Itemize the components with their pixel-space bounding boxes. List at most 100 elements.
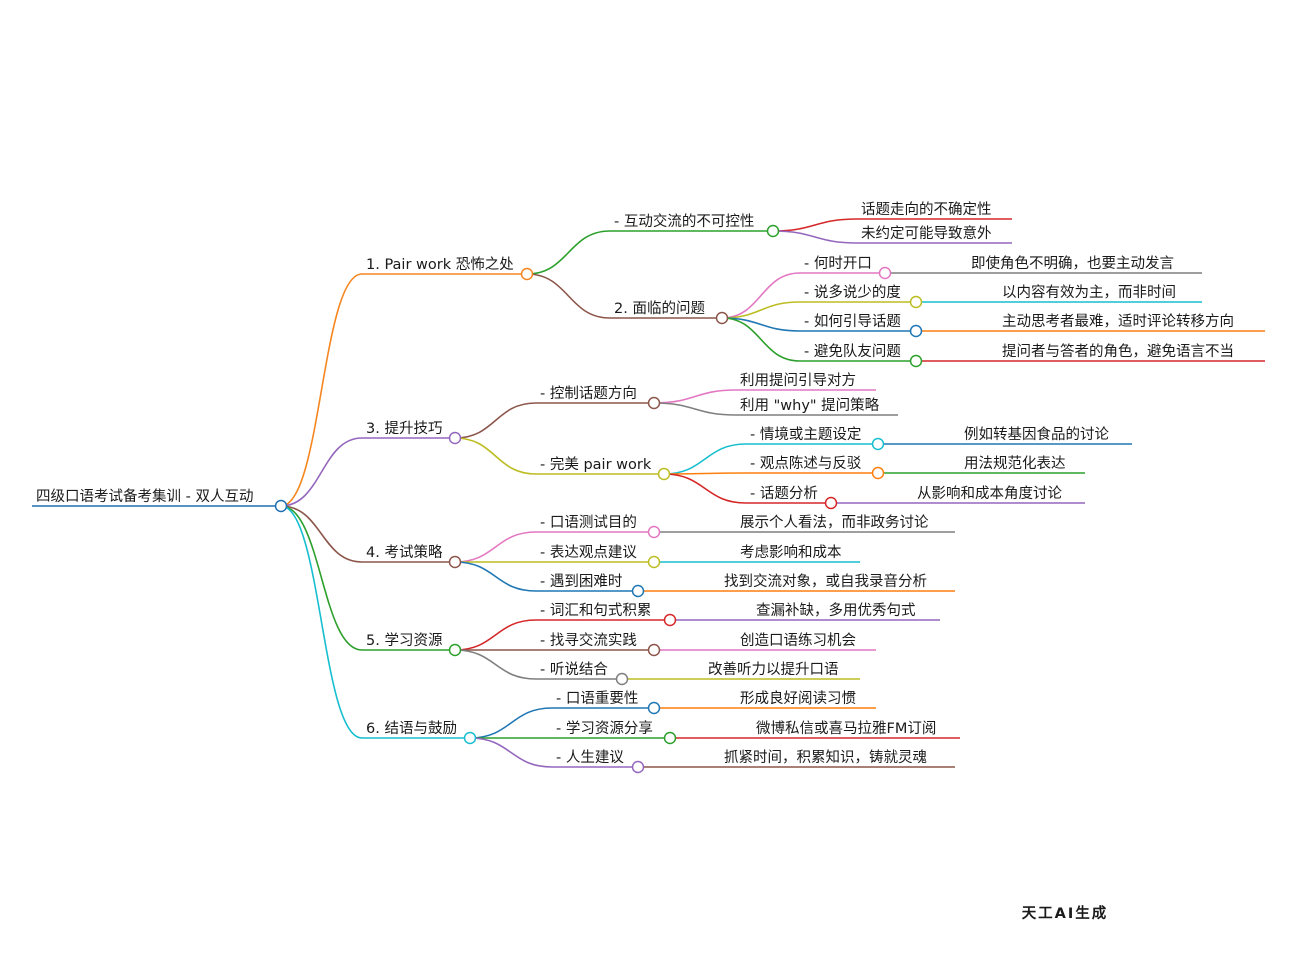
node-b2-2-0[interactable]: 找到交流对象，或自我录音分析 xyxy=(720,572,955,592)
node-b2-1[interactable]: - 表达观点建议 xyxy=(536,544,661,569)
node-b1-1-0[interactable]: - 情境或主题设定 xyxy=(746,425,885,451)
node-b0-1-0-0[interactable]: 即使角色不明确，也要主动发言 xyxy=(967,255,1202,274)
collapse-toggle-icon[interactable] xyxy=(663,731,677,745)
node-b3-0[interactable]: - 词汇和句式积累 xyxy=(536,602,677,627)
node-b0-1-1-0[interactable]: 以内容有效为主，而非时间 xyxy=(998,284,1202,303)
node-label: 主动思考者最难，适时评论转移方向 xyxy=(1002,313,1234,330)
node-b2-0[interactable]: - 口语测试目的 xyxy=(536,514,661,539)
node-b0-1-2-0[interactable]: 主动思考者最难，适时评论转移方向 xyxy=(998,313,1265,332)
node-b1-1-2-0[interactable]: 从影响和成本角度讨论 xyxy=(913,485,1085,504)
collapse-toggle-icon[interactable] xyxy=(766,224,780,238)
node-b1[interactable]: 3. 提升技巧 xyxy=(362,420,462,445)
node-label: 找到交流对象，或自我录音分析 xyxy=(724,572,927,590)
node-b4[interactable]: 6. 结语与鼓励 xyxy=(362,720,477,745)
collapse-toggle-icon[interactable] xyxy=(657,467,671,481)
collapse-toggle-icon[interactable] xyxy=(274,499,288,513)
collapse-toggle-icon[interactable] xyxy=(647,525,661,539)
node-b4-1[interactable]: - 学习资源分享 xyxy=(552,720,677,745)
node-label: - 口语测试目的 xyxy=(540,514,637,531)
node-b1-0[interactable]: - 控制话题方向 xyxy=(536,385,661,410)
node-b2-2[interactable]: - 遇到困难时 xyxy=(536,573,645,598)
node-b3-1-0[interactable]: 创造口语练习机会 xyxy=(736,632,876,651)
collapse-toggle-icon[interactable] xyxy=(824,496,838,510)
collapse-toggle-icon[interactable] xyxy=(909,295,923,309)
collapse-toggle-icon[interactable] xyxy=(647,396,661,410)
node-b1-0-0[interactable]: 利用提问引导对方 xyxy=(736,372,876,391)
connector-line xyxy=(469,707,553,739)
node-label: - 观点陈述与反驳 xyxy=(750,454,862,472)
node-label: - 听说结合 xyxy=(540,661,608,678)
collapse-toggle-icon[interactable] xyxy=(647,701,661,715)
node-b4-1-0[interactable]: 微博私信或喜马拉雅FM订阅 xyxy=(752,720,960,739)
node-label: 四级口语考试备考集训 - 双人互动 xyxy=(36,488,253,505)
node-label: 提问者与答者的角色，避免语言不当 xyxy=(1002,343,1234,360)
node-b4-2[interactable]: - 人生建议 xyxy=(552,749,645,774)
node-b2[interactable]: 4. 考试策略 xyxy=(362,544,462,569)
node-label: 抓紧时间，积累知识，铸就灵魂 xyxy=(724,749,927,766)
connector-line xyxy=(526,230,611,275)
node-label: 6. 结语与鼓励 xyxy=(366,720,457,737)
node-b0-1-2[interactable]: - 如何引导话题 xyxy=(800,313,923,338)
node-label: 5. 学习资源 xyxy=(366,632,443,649)
node-b4-0[interactable]: - 口语重要性 xyxy=(552,690,661,715)
node-b2-1-0[interactable]: 考虑影响和成本 xyxy=(736,544,860,563)
node-b0-1-3-0[interactable]: 提问者与答者的角色，避免语言不当 xyxy=(998,343,1265,362)
node-label: - 表达观点建议 xyxy=(540,544,637,561)
collapse-toggle-icon[interactable] xyxy=(448,431,462,445)
connector-line xyxy=(772,218,858,232)
node-label: - 完美 pair work xyxy=(540,456,652,473)
node-b3-0-0[interactable]: 查漏补缺，多用优秀句式 xyxy=(752,602,940,621)
node-b0[interactable]: 1. Pair work 恐怖之处 xyxy=(362,256,534,281)
connector-line xyxy=(663,443,747,475)
node-b1-1[interactable]: - 完美 pair work xyxy=(536,456,671,481)
node-b0-1-3[interactable]: - 避免队友问题 xyxy=(800,343,923,368)
node-label: 考虑影响和成本 xyxy=(740,544,842,561)
collapse-toggle-icon[interactable] xyxy=(448,643,462,657)
collapse-toggle-icon[interactable] xyxy=(647,555,661,569)
connector-line xyxy=(663,473,747,504)
node-b2-0-0[interactable]: 展示个人看法，而非政务讨论 xyxy=(736,514,955,533)
mind-map-nodes: 四级口语考试备考集训 - 双人互动 1. Pair work 恐怖之处 - 互动交流… xyxy=(32,201,1265,774)
node-b0-1-0[interactable]: - 何时开口 xyxy=(800,255,892,280)
connector-line xyxy=(454,437,537,475)
node-label: - 口语重要性 xyxy=(556,690,638,707)
collapse-toggle-icon[interactable] xyxy=(520,267,534,281)
collapse-toggle-icon[interactable] xyxy=(631,760,645,774)
node-b0-0-0[interactable]: 话题走向的不确定性 xyxy=(857,201,1012,220)
node-label: 展示个人看法，而非政务讨论 xyxy=(740,514,929,531)
node-b1-1-2[interactable]: - 话题分析 xyxy=(746,485,838,510)
node-b3-2-0[interactable]: 改善听力以提升口语 xyxy=(704,661,860,680)
collapse-toggle-icon[interactable] xyxy=(663,613,677,627)
node-b1-1-0-0[interactable]: 例如转基因食品的讨论 xyxy=(960,426,1132,445)
node-b0-1[interactable]: 2. 面临的问题 xyxy=(610,300,729,325)
collapse-toggle-icon[interactable] xyxy=(878,266,892,280)
collapse-toggle-icon[interactable] xyxy=(448,555,462,569)
node-label: - 词汇和句式积累 xyxy=(540,602,651,619)
collapse-toggle-icon[interactable] xyxy=(909,324,923,338)
node-b1-1-1[interactable]: - 观点陈述与反驳 xyxy=(746,454,885,480)
collapse-toggle-icon[interactable] xyxy=(463,731,477,745)
collapse-toggle-icon[interactable] xyxy=(647,643,661,657)
node-b0-1-1[interactable]: - 说多说少的度 xyxy=(800,284,923,309)
node-b1-0-1[interactable]: 利用 "why" 提问策略 xyxy=(736,397,898,416)
node-b3-2[interactable]: - 听说结合 xyxy=(536,661,629,686)
node-label: - 人生建议 xyxy=(556,749,624,766)
collapse-toggle-icon[interactable] xyxy=(909,354,923,368)
collapse-toggle-icon[interactable] xyxy=(871,466,885,480)
node-b0-0-1[interactable]: 未约定可能导致意外 xyxy=(857,224,1012,244)
connector-line xyxy=(280,273,363,507)
collapse-toggle-icon[interactable] xyxy=(715,311,729,325)
collapse-toggle-icon[interactable] xyxy=(615,672,629,686)
node-b1-1-1-0[interactable]: 用法规范化表达 xyxy=(960,455,1085,474)
collapse-toggle-icon[interactable] xyxy=(631,584,645,598)
node-b3-1[interactable]: - 找寻交流实践 xyxy=(536,631,661,657)
node-b4-2-0[interactable]: 抓紧时间，积累知识，铸就灵魂 xyxy=(720,749,955,768)
node-label: - 互动交流的不可控性 xyxy=(614,212,754,230)
node-b4-0-0[interactable]: 形成良好阅读习惯 xyxy=(736,690,876,709)
node-label: 利用提问引导对方 xyxy=(740,372,856,389)
node-r[interactable]: 四级口语考试备考集训 - 双人互动 xyxy=(32,488,288,513)
connector-line xyxy=(772,230,858,244)
collapse-toggle-icon[interactable] xyxy=(871,437,885,451)
node-b3[interactable]: 5. 学习资源 xyxy=(362,632,462,657)
node-b0-0[interactable]: - 互动交流的不可控性 xyxy=(610,212,780,238)
